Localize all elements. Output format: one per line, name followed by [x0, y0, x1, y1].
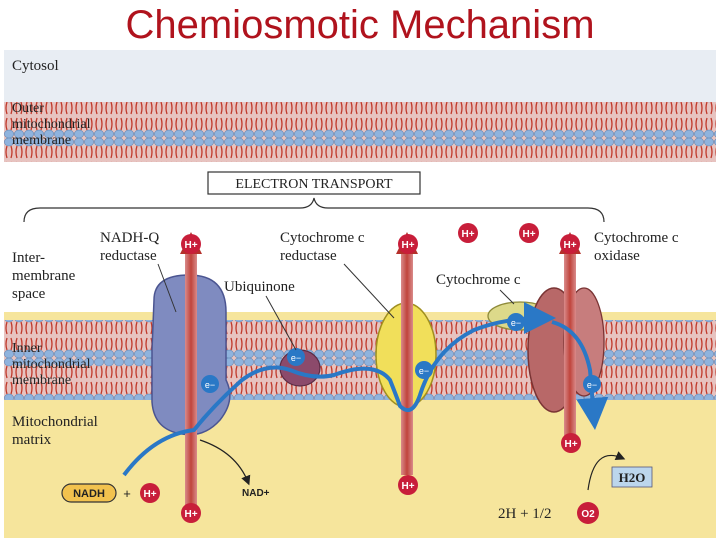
svg-text:NADH: NADH	[73, 488, 105, 500]
nad-arrow	[199, 439, 251, 486]
oxygen-badge: O2	[577, 502, 599, 524]
plus-sign: +	[123, 486, 131, 501]
svg-text:O2: O2	[581, 509, 595, 520]
electron-marker-1: e−	[201, 375, 219, 393]
water-product-box	[611, 466, 653, 488]
svg-text:e−: e−	[587, 380, 597, 390]
water-product: H2O	[619, 470, 646, 485]
nadh-q-reductase-label: NADH-Q reductase	[100, 230, 163, 264]
inner-membrane-label: Inner mitochondrial membrane	[12, 341, 94, 388]
proton-badge-3: H+	[458, 223, 478, 243]
electron-transport-bracket	[23, 197, 605, 223]
electron-marker-2: e−	[287, 348, 305, 366]
nad-product: NAD+	[242, 488, 270, 499]
outer-membrane	[4, 102, 716, 162]
nadh-reactant: NADH	[61, 483, 117, 503]
electron-marker-3: e−	[415, 361, 433, 379]
proton-badge-4: H+	[519, 223, 539, 243]
svg-text:H+: H+	[564, 439, 577, 450]
proton-badge-7: H+	[398, 475, 418, 495]
svg-text:H+: H+	[563, 240, 576, 251]
svg-text:H+: H+	[184, 509, 197, 520]
svg-text:e−: e−	[511, 318, 521, 328]
outer-membrane-label: Outer mitochondrial membrane	[12, 101, 94, 148]
slide-title: Chemiosmotic Mechanism	[125, 3, 595, 47]
matrix-label: Mitochondrial matrix	[12, 414, 102, 448]
electron-path	[122, 302, 556, 477]
cytochrome-c-reductase-label: Cytochrome c reductase	[280, 230, 368, 264]
cytochrome-c-label: Cytochrome c	[436, 272, 521, 288]
svg-text:H+: H+	[401, 240, 414, 251]
svg-text:H+: H+	[143, 489, 156, 500]
cytosol-label: Cytosol	[12, 58, 59, 74]
svg-text:H+: H+	[461, 229, 474, 240]
proton-badge-1: H+	[181, 234, 201, 254]
svg-text:e−: e−	[205, 380, 215, 390]
proton-badge-9: H+	[181, 503, 201, 523]
proton-pump-arrow-1	[185, 250, 197, 505]
water-arrow	[587, 451, 626, 491]
electron-marker-4: e−	[507, 313, 525, 331]
electron-marker-5: e−	[583, 375, 601, 393]
svg-text:H+: H+	[184, 240, 197, 251]
proton-badge-8: H+	[140, 483, 160, 503]
proton-badge-6: H+	[561, 433, 581, 453]
intermembrane-space-label: Inter- membrane space	[12, 250, 79, 302]
svg-text:H+: H+	[522, 229, 535, 240]
electron-transport-diagram: Cytosol Outer mitochondrial membrane Int…	[4, 50, 716, 538]
electron-path-to-oxygen	[551, 320, 609, 430]
ubiquinone-label: Ubiquinone	[224, 279, 295, 295]
proton-badge-5: H+	[560, 234, 580, 254]
proton-pump-arrow-2	[401, 250, 413, 475]
proton-badge-2: H+	[398, 234, 418, 254]
svg-text:H+: H+	[401, 481, 414, 492]
electron-transport-label: ELECTRON TRANSPORT	[235, 177, 393, 192]
cytosol-region	[4, 50, 716, 102]
svg-text:e−: e−	[291, 353, 301, 363]
electron-transport-box	[207, 171, 421, 195]
oxygen-equation: 2H + 1/2	[498, 506, 551, 522]
proton-pump-arrow-3	[564, 250, 576, 436]
inner-membrane	[4, 320, 716, 400]
cytochrome-c-oxidase-label: Cytochrome c oxidase	[594, 230, 682, 264]
svg-text:e−: e−	[419, 366, 429, 376]
